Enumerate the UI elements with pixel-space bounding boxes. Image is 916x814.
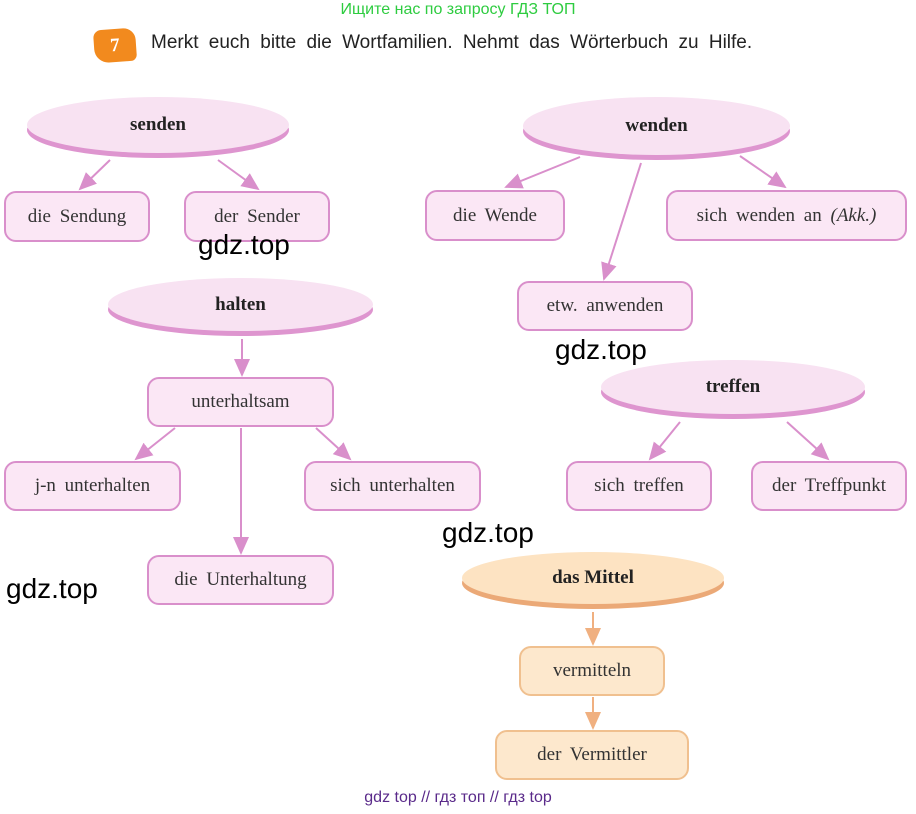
case-note: (Akk.): [830, 204, 877, 226]
watermark: gdz.top: [6, 573, 98, 604]
watermark: gdz.top: [198, 229, 290, 260]
arrow: [786, 421, 830, 461]
word-box: sich treffen: [566, 461, 712, 511]
arrow: [504, 156, 581, 189]
watermark: gdz.top: [555, 334, 647, 365]
word-box: die Wende: [425, 190, 565, 241]
word-box: sich unterhalten: [304, 461, 481, 511]
root-wenden: wenden: [523, 97, 790, 155]
word-box: der Sender: [184, 191, 330, 242]
arrow: [134, 427, 176, 461]
arrow: [315, 427, 352, 461]
watermark: gdz.top: [442, 517, 534, 548]
task-instruction: Merkt euch bitte die Wortfamilien. Nehmt…: [151, 32, 753, 53]
arrow: [78, 159, 111, 191]
word-box: die Unterhaltung: [147, 555, 334, 605]
word-box: vermitteln: [519, 646, 665, 696]
footer-watermark: gdz top // гдз топ // гдз top: [364, 789, 552, 806]
word-box: j-n unterhalten: [4, 461, 181, 511]
root-senden: senden: [27, 97, 289, 153]
word-box: der Vermittler: [495, 730, 689, 780]
word-box: sich wenden an (Akk.): [666, 190, 907, 241]
root-halten: halten: [108, 278, 373, 331]
word-box: der Treffpunkt: [751, 461, 907, 511]
arrow: [648, 421, 681, 461]
word-box: etw. anwenden: [517, 281, 693, 331]
word-box: unterhaltsam: [147, 377, 334, 427]
word-box: die Sendung: [4, 191, 150, 242]
search-banner: Ищите нас по запросу ГДЗ ТОП: [340, 1, 576, 18]
arrow: [739, 155, 787, 189]
root-treffen: treffen: [601, 360, 865, 414]
arrow: [601, 162, 642, 281]
root-mittel: das Mittel: [462, 552, 724, 604]
arrow: [217, 159, 260, 191]
word-text: sich wenden an: [696, 204, 822, 226]
